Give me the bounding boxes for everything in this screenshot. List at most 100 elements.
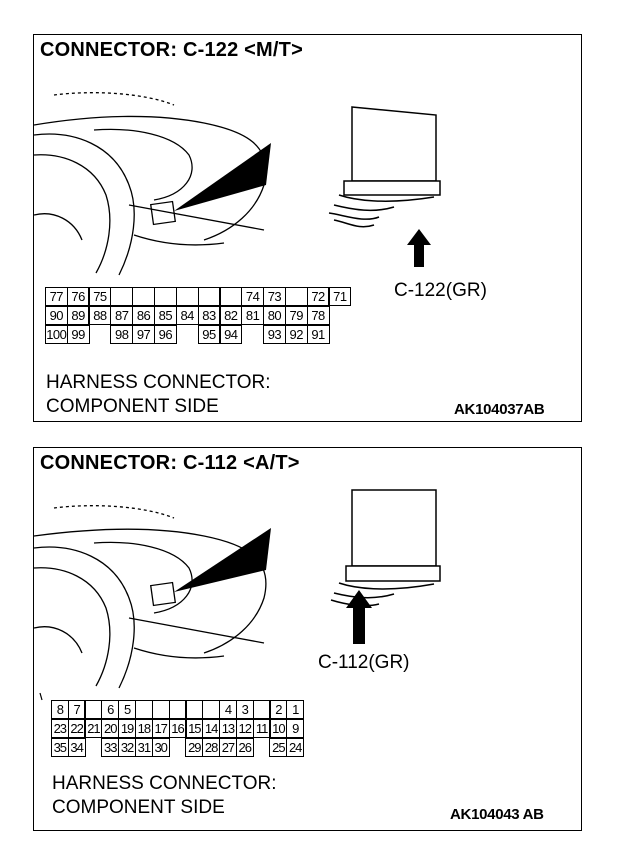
arrow-up-icon (407, 229, 431, 267)
pointer-wedge-icon (174, 528, 271, 592)
connector-name-label: C-122(GR) (394, 280, 487, 301)
pin-cell: 77 (44, 286, 68, 306)
pin-cell: 94 (219, 324, 243, 344)
pin-cell: 13 (218, 718, 237, 738)
pin-cell: 95 (197, 324, 221, 344)
pin-empty-slot (219, 286, 243, 306)
pin-cell: 87 (110, 305, 134, 325)
pin-cell: 92 (284, 324, 308, 344)
pin-empty-slot (110, 286, 134, 306)
pin-cell: 79 (284, 305, 308, 325)
pin-empty-slot (84, 738, 102, 757)
pin-empty-slot (134, 699, 153, 719)
pin-cell: 71 (328, 286, 352, 306)
pin-empty-slot (284, 286, 308, 306)
pin-cell: 90 (44, 305, 68, 325)
pin-cell: 74 (241, 286, 265, 306)
harness-label-line1: HARNESS CONNECTOR: (52, 773, 277, 794)
figure-code: AK104043 AB (450, 806, 544, 823)
pin-cell: 78 (306, 305, 330, 325)
pin-cell: 21 (84, 718, 103, 738)
pin-cell: 26 (235, 737, 254, 757)
pin-cell: 93 (262, 324, 286, 344)
connector-name-label: C-112(GR) (318, 652, 410, 673)
pin-cell: 7 (67, 699, 86, 719)
pin-cell: 75 (88, 286, 112, 306)
pin-cell: 11 (252, 718, 271, 738)
panel-title: CONNECTOR: C-122 <M/T> (40, 39, 303, 61)
pin-cell: 76 (66, 286, 90, 306)
pin-cell: 1 (286, 699, 305, 719)
pin-cell: 35 (50, 737, 69, 757)
pin-cell: 28 (202, 737, 221, 757)
pin-cell: 83 (197, 305, 221, 325)
pin-empty-slot (132, 286, 156, 306)
pin-cell: 99 (66, 324, 90, 344)
pin-empty-slot (168, 699, 187, 719)
pin-cell: 86 (132, 305, 156, 325)
pin-cell: 6 (101, 699, 120, 719)
pin-cell: 23 (50, 718, 69, 738)
pin-cell: 4 (218, 699, 237, 719)
pin-cell: 20 (101, 718, 120, 738)
pin-cell: 33 (101, 737, 120, 757)
pin-cell: 18 (134, 718, 153, 738)
harness-label-line2: COMPONENT SIDE (46, 396, 219, 417)
dashboard-illustration (34, 489, 441, 701)
pin-empty-slot (252, 699, 271, 719)
pin-cell: 80 (262, 305, 286, 325)
pin-cell: 89 (66, 305, 90, 325)
pin-empty-slot (176, 325, 199, 344)
pin-cell: 34 (67, 737, 86, 757)
pin-cell: 19 (118, 718, 137, 738)
pin-cell: 2 (269, 699, 288, 719)
pin-cell: 24 (286, 737, 305, 757)
pin-cell: 25 (269, 737, 288, 757)
pin-cell: 91 (306, 324, 330, 344)
pin-cell: 73 (262, 286, 286, 306)
pin-empty-slot (202, 699, 221, 719)
pin-cell: 96 (153, 324, 177, 344)
pin-cell: 12 (235, 718, 254, 738)
pin-cell: 82 (219, 305, 243, 325)
pin-cell: 81 (241, 305, 265, 325)
ecu-unit-icon (330, 489, 441, 607)
pin-empty-slot (88, 325, 111, 344)
pin-cell: 32 (118, 737, 137, 757)
pin-cell: 27 (218, 737, 237, 757)
pointer-wedge-icon (174, 143, 271, 211)
pin-cell: 31 (134, 737, 153, 757)
arrow-up-icon (346, 590, 372, 644)
pin-cell: 100 (44, 324, 68, 344)
pin-cell: 10 (269, 718, 288, 738)
pin-empty-slot (241, 325, 264, 344)
pin-cell: 8 (50, 699, 69, 719)
pin-empty-slot (253, 738, 271, 757)
pin-cell: 30 (151, 737, 170, 757)
pin-empty-slot (185, 699, 204, 719)
pin-cell: 5 (118, 699, 137, 719)
pin-cell: 22 (67, 718, 86, 738)
pin-cell: 17 (151, 718, 170, 738)
pin-empty-slot (84, 699, 103, 719)
pin-cell: 16 (168, 718, 187, 738)
pin-cell: 72 (306, 286, 330, 306)
pin-empty-slot (175, 286, 199, 306)
pin-empty-slot (151, 699, 170, 719)
pin-cell: 15 (185, 718, 204, 738)
pin-cell: 14 (202, 718, 221, 738)
pin-cell: 9 (286, 718, 305, 738)
ecu-unit-icon (328, 106, 441, 228)
pin-cell: 3 (235, 699, 254, 719)
pin-cell: 98 (110, 324, 134, 344)
pin-cell: 84 (175, 305, 199, 325)
pin-cell: 88 (88, 305, 112, 325)
